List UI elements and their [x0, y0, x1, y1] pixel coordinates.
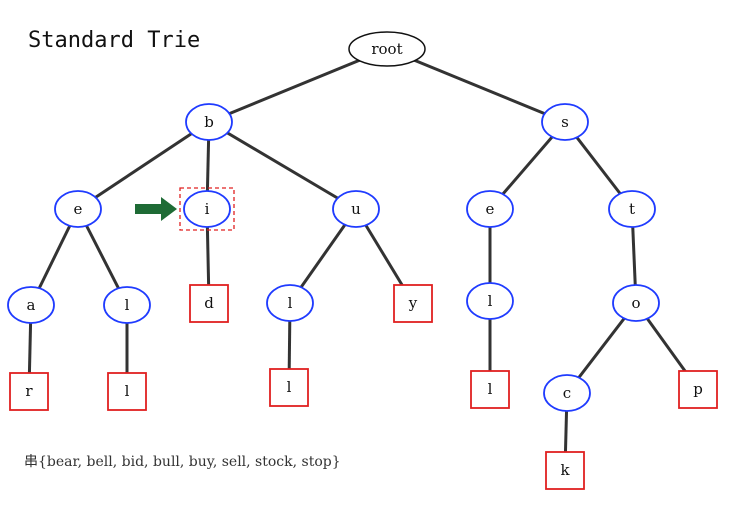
trie-node-se: e [466, 190, 514, 228]
trie-node-root: root [348, 31, 426, 67]
leaf-node-box [678, 370, 718, 409]
node-label: d [204, 294, 214, 312]
highlight-box [179, 187, 235, 231]
node-circle [332, 190, 380, 228]
node-circle [608, 190, 656, 228]
trie-node-bi: i [179, 187, 235, 231]
node-label: l [125, 382, 130, 400]
diagram-title: Standard Trie [28, 28, 200, 53]
node-label: s [561, 113, 569, 131]
node-circle [185, 103, 233, 141]
node-label: k [560, 461, 570, 479]
edge-b-be [77, 120, 210, 211]
trie-node-stop: p [678, 370, 718, 409]
node-circle [541, 103, 589, 141]
root-node-shape [348, 31, 426, 67]
leaf-node-box [269, 368, 309, 407]
node-label: l [287, 378, 292, 396]
leaf-node-box [470, 370, 510, 409]
node-label: i [205, 200, 210, 218]
node-label: l [488, 292, 493, 310]
node-label: t [629, 200, 635, 218]
node-label: root [371, 40, 402, 58]
leaf-node-box [189, 284, 229, 323]
edge-root-s [386, 47, 566, 124]
node-label: r [25, 382, 33, 400]
node-label: a [27, 296, 36, 314]
trie-node-sel: l [466, 282, 514, 320]
trie-node-bell: l [107, 372, 147, 411]
trie-node-sto: o [612, 284, 660, 322]
node-label: l [125, 296, 130, 314]
trie-node-buy: y [393, 284, 433, 323]
trie-node-stock: k [545, 451, 585, 490]
edge-b-bu [208, 120, 357, 211]
leaf-node-box [545, 451, 585, 490]
node-circle [466, 282, 514, 320]
string-set-caption: 串{bear, bell, bid, bull, buy, sell, stoc… [24, 454, 341, 470]
node-label: u [351, 200, 361, 218]
node-circle [543, 374, 591, 412]
trie-node-bea: a [7, 286, 55, 324]
node-circle [466, 190, 514, 228]
node-circle [7, 286, 55, 324]
trie-node-bu: u [332, 190, 380, 228]
node-label: e [74, 200, 83, 218]
node-label: l [488, 380, 493, 398]
trie-node-s: s [541, 103, 589, 141]
node-circle [266, 284, 314, 322]
trie-node-be: e [54, 190, 102, 228]
trie-node-bid: d [189, 284, 229, 323]
trie-node-b: b [185, 103, 233, 141]
leaf-node-box [107, 372, 147, 411]
leaf-node-box [9, 372, 49, 411]
node-label: l [288, 294, 293, 312]
node-label: e [486, 200, 495, 218]
trie-node-stoc: c [543, 374, 591, 412]
arrow-right-icon [135, 197, 177, 221]
node-label: b [204, 113, 214, 131]
trie-node-bear: r [9, 372, 49, 411]
node-label: y [408, 294, 418, 312]
pointer-layer [135, 197, 177, 221]
edge-root-b [208, 47, 388, 124]
trie-node-st: t [608, 190, 656, 228]
trie-node-bull: l [269, 368, 309, 407]
node-circle [612, 284, 660, 322]
trie-node-sell: l [470, 370, 510, 409]
node-label: c [563, 384, 571, 402]
node-label: o [631, 294, 640, 312]
trie-node-bel: l [103, 286, 151, 324]
leaf-node-box [393, 284, 433, 323]
node-circle [54, 190, 102, 228]
node-circle [103, 286, 151, 324]
node-label: p [693, 380, 703, 398]
node-layer: root b s e i u e t a l d l y l o r l l l c p k [7, 31, 718, 490]
trie-node-bul: l [266, 284, 314, 322]
node-circle [183, 190, 231, 228]
